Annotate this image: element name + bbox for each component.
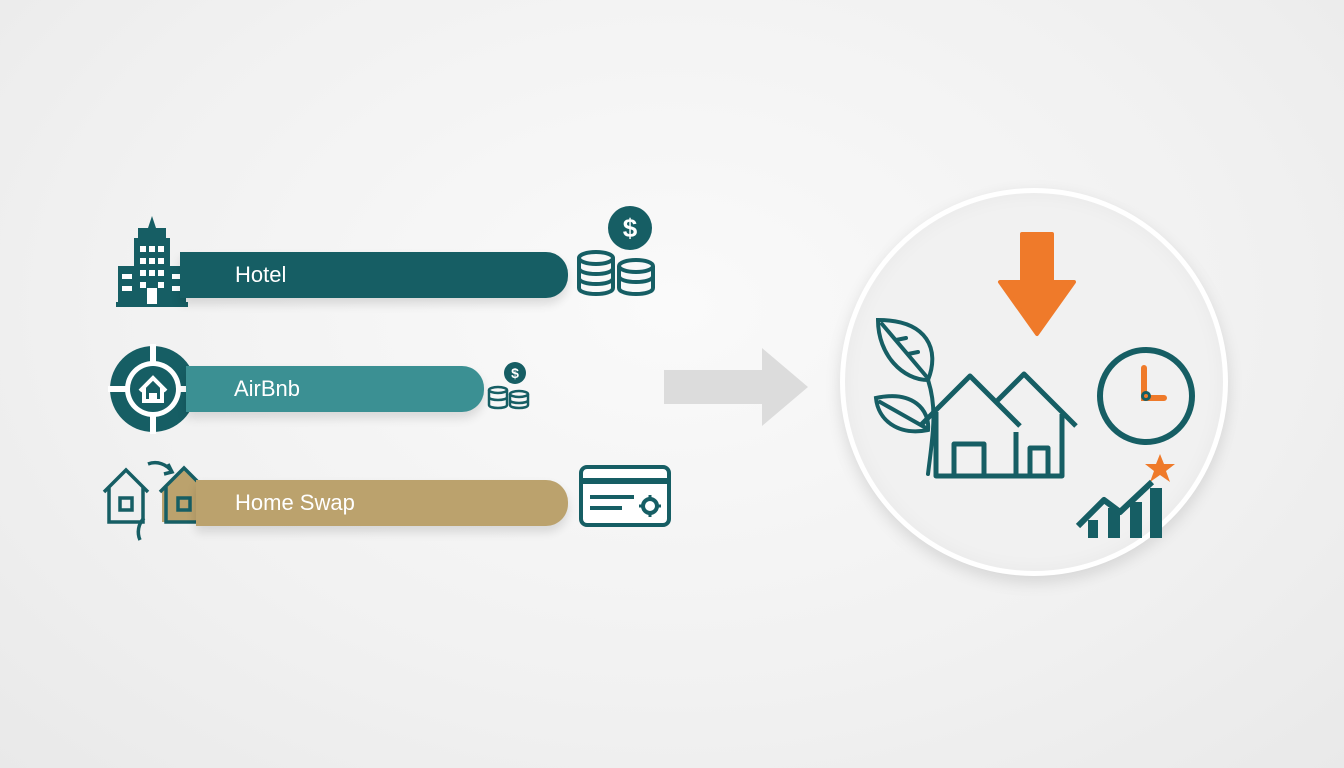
growth-chart-star-icon — [1075, 454, 1175, 538]
right-arrow-icon — [664, 348, 808, 426]
card-with-gear-icon — [579, 465, 671, 527]
down-arrow-icon — [998, 232, 1076, 336]
large-coin-stacks-with-dollar-icon: $ — [577, 206, 655, 296]
houses-icon — [918, 371, 1078, 479]
option-bar-airbnb: AirBnb — [186, 366, 484, 412]
option-label-hotel: Hotel — [235, 262, 287, 287]
option-label-airbnb: AirBnb — [234, 376, 301, 401]
svg-text:$: $ — [623, 213, 638, 243]
option-label-home-swap: Home Swap — [235, 490, 355, 515]
leaf-branch-icon — [873, 317, 936, 476]
option-bar-hotel: Hotel — [180, 252, 568, 298]
option-bar-home-swap: Home Swap — [196, 480, 568, 526]
home-target-icon — [108, 344, 198, 434]
svg-text:$: $ — [511, 365, 519, 381]
small-coin-stacks-with-dollar-icon: $ — [487, 362, 530, 410]
clock-icon — [1097, 347, 1195, 445]
hotel-building-icon — [116, 216, 188, 307]
